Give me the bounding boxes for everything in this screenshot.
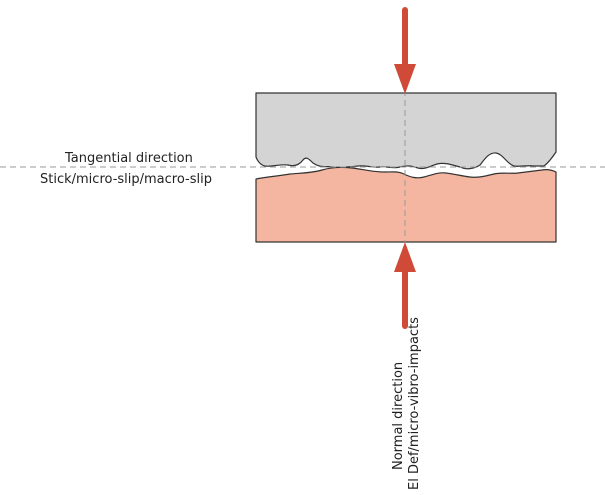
upper-body [255,92,557,170]
normal-load-arrow-top [394,7,416,94]
normal-load-arrow-bottom [394,242,416,329]
normal-mode-label: El Def/micro-vibro-impacts [407,317,422,490]
lower-body [255,166,557,243]
normal-label: Normal direction [391,362,406,470]
tangential-mode-label: Stick/micro-slip/macro-slip [40,172,212,187]
tangential-label: Tangential direction [64,151,193,166]
